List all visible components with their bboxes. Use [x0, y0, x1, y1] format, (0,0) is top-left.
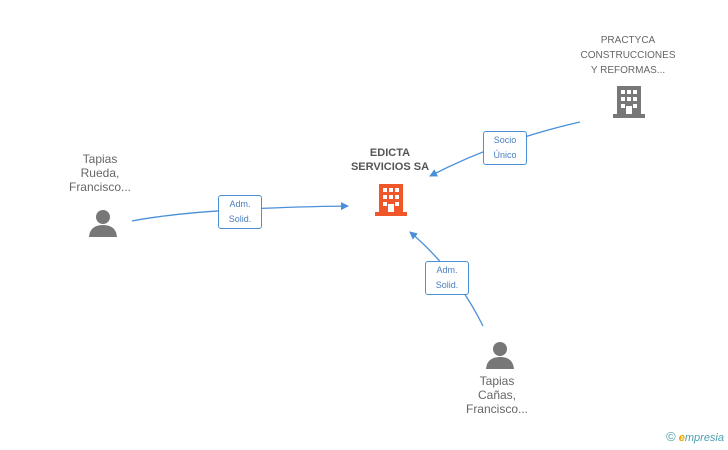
edge-label-line: Socio	[493, 135, 517, 145]
person-left-line-1: Tapias	[82, 152, 118, 166]
copyright-symbol: ©	[666, 429, 676, 444]
practyca-company-label: PRACTYCA CONSTRUCCIONES Y REFORMAS...	[564, 33, 692, 78]
edge-label-line: Adm.	[229, 199, 251, 209]
person-bottom-line-2: Cañas,	[477, 388, 517, 402]
building-icon[interactable]	[613, 84, 645, 118]
edge-label-socio-unico: Socio Único	[483, 131, 527, 165]
edge-label-line: Único	[493, 150, 517, 160]
edge-label-adm-solid-bottom: Adm. Solid.	[425, 261, 469, 295]
brand-name: mpresia	[684, 432, 724, 444]
edge-label-adm-solid-left: Adm. Solid.	[218, 195, 262, 229]
person-icon[interactable]	[88, 208, 118, 238]
center-company-line-2: SERVICIOS SA	[350, 161, 430, 173]
brand-logo[interactable]: ©empresia	[666, 429, 724, 444]
person-bottom-line-3: Francisco...	[465, 402, 528, 416]
edge-label-line: Solid.	[228, 214, 252, 224]
brand-initial: e	[678, 432, 685, 444]
practyca-line-2: CONSTRUCCIONES	[580, 50, 676, 61]
person-bottom-line-1: Tapias	[479, 374, 515, 388]
person-left-line-2: Rueda,	[80, 166, 120, 180]
building-icon[interactable]	[375, 182, 407, 216]
practyca-line-1: PRACTYCA	[600, 35, 656, 46]
practyca-line-3: Y REFORMAS...	[590, 65, 666, 76]
edge-label-line: Solid.	[435, 280, 459, 290]
edge-label-line: Adm.	[436, 265, 458, 275]
person-left-label: Tapias Rueda, Francisco...	[55, 152, 145, 194]
person-bottom-label: Tapias Cañas, Francisco...	[452, 374, 542, 416]
center-company-line-1: EDICTA	[369, 147, 411, 159]
person-left-line-3: Francisco...	[68, 180, 131, 194]
person-icon[interactable]	[485, 340, 515, 370]
center-company-label: EDICTA SERVICIOS SA	[330, 146, 450, 174]
